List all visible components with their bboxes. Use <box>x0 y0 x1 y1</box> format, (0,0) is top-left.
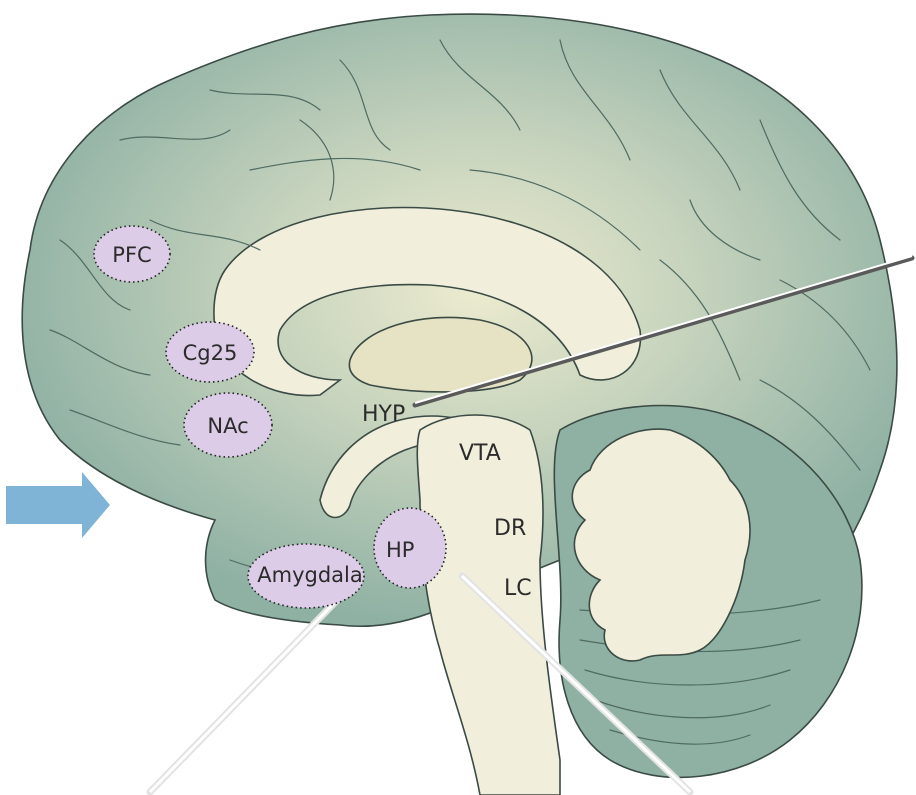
label-nac: NAc <box>207 414 248 438</box>
label-amygdala: Amygdala <box>257 563 362 587</box>
label-lc: LC <box>504 576 532 601</box>
label-dr: DR <box>494 516 526 541</box>
label-vta: VTA <box>459 441 501 466</box>
input-arrow <box>6 472 110 538</box>
label-hp: HP <box>386 538 414 562</box>
label-pfc: PFC <box>112 243 151 267</box>
label-hyp: HYP <box>362 402 405 427</box>
label-cg25: Cg25 <box>183 341 238 365</box>
